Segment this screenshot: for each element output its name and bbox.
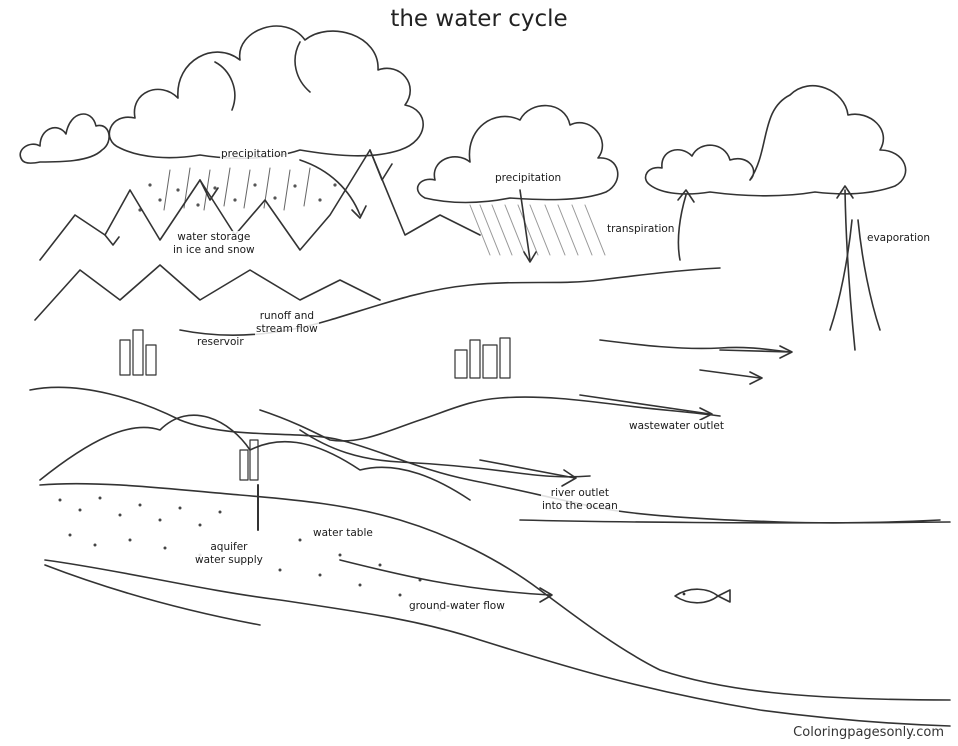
groundwater-flow-arrow <box>339 559 551 596</box>
label-water-storage: water storage in ice and snow <box>172 231 256 257</box>
label-aquifer-line1: aquifer <box>210 541 248 553</box>
center-cloud <box>416 104 619 204</box>
land-outline <box>29 386 941 524</box>
precipitation-arrow-left <box>299 159 361 216</box>
river-main <box>299 429 591 478</box>
fish <box>674 588 731 604</box>
label-river-outlet: river outlet into the ocean <box>541 487 619 513</box>
label-evaporation: evaporation <box>866 232 932 245</box>
mountain-range <box>39 149 481 261</box>
transpiration-arrow <box>677 194 687 261</box>
small-cloud-left <box>19 113 110 164</box>
label-transpiration: transpiration <box>606 223 676 236</box>
foreground-hills <box>39 414 471 501</box>
label-water-storage-line1: water storage <box>177 231 251 243</box>
ground-surface <box>39 482 951 701</box>
aquifer-bottom <box>44 559 951 727</box>
label-river-outlet-line1: river outlet <box>550 487 610 499</box>
page-title: the water cycle <box>390 6 568 32</box>
precipitation-arrow-center <box>519 189 531 261</box>
label-river-outlet-line2: into the ocean <box>542 500 618 512</box>
label-runoff-line1: runoff and <box>259 310 315 322</box>
label-reservoir: reservoir <box>196 336 245 349</box>
mountain-range-lower <box>34 264 381 321</box>
label-wastewater-outlet: wastewater outlet <box>628 420 726 433</box>
label-groundwater-flow: ground-water flow <box>408 600 506 613</box>
label-runoff-line2: stream flow <box>256 323 318 335</box>
label-precipitation-left: precipitation <box>220 148 289 161</box>
label-water-storage-line2: in ice and snow <box>173 244 255 256</box>
storm-cloud <box>108 25 424 160</box>
label-aquifer-line2: water supply <box>195 554 263 566</box>
river <box>259 396 721 442</box>
evaporation-arrow <box>844 189 856 351</box>
label-water-table: water table <box>312 527 374 540</box>
label-runoff: runoff and stream flow <box>255 310 319 336</box>
label-aquifer: aquifer water supply <box>194 541 264 567</box>
ocean-line <box>519 519 951 524</box>
watermark: Coloringpagesonly.com <box>793 725 944 740</box>
label-precipitation-center: precipitation <box>494 172 563 185</box>
river-outlet-arrow <box>479 459 576 479</box>
right-cloud <box>644 84 907 197</box>
storm-cloud-inner <box>214 41 311 111</box>
wastewater-arrow <box>579 394 711 415</box>
